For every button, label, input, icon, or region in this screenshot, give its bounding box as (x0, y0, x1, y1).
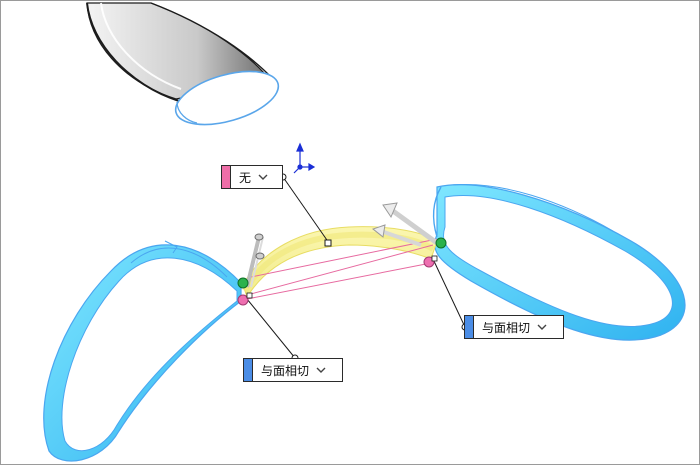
tangent-arrow-left[interactable] (245, 233, 265, 288)
callout-left-tangency-dropdown[interactable]: 与面相切 (243, 358, 343, 382)
tangent-arrow-right[interactable] (371, 202, 439, 247)
color-swatch (222, 166, 231, 188)
grey-shell-body[interactable] (86, 2, 284, 135)
boundary-surface-preview[interactable] (242, 226, 438, 300)
color-swatch (244, 359, 253, 381)
chevron-down-icon (257, 171, 269, 183)
endpoint-right[interactable] (423, 237, 447, 268)
left-surface-band[interactable] (43, 240, 242, 462)
chevron-down-icon (315, 364, 327, 376)
callout-none-dropdown[interactable]: 无 (221, 165, 283, 189)
endpoint-left[interactable] (237, 277, 253, 306)
callout-label: 与面相切 (482, 320, 531, 335)
callout-right-tangency-dropdown[interactable]: 与面相切 (464, 315, 564, 339)
triad-icon (293, 142, 316, 174)
leader-lines (246, 176, 466, 359)
callout-label: 无 (239, 170, 252, 185)
chevron-down-icon (536, 321, 548, 333)
right-surface-band[interactable] (432, 184, 686, 341)
callout-label: 与面相切 (261, 363, 310, 378)
color-swatch (465, 316, 474, 338)
